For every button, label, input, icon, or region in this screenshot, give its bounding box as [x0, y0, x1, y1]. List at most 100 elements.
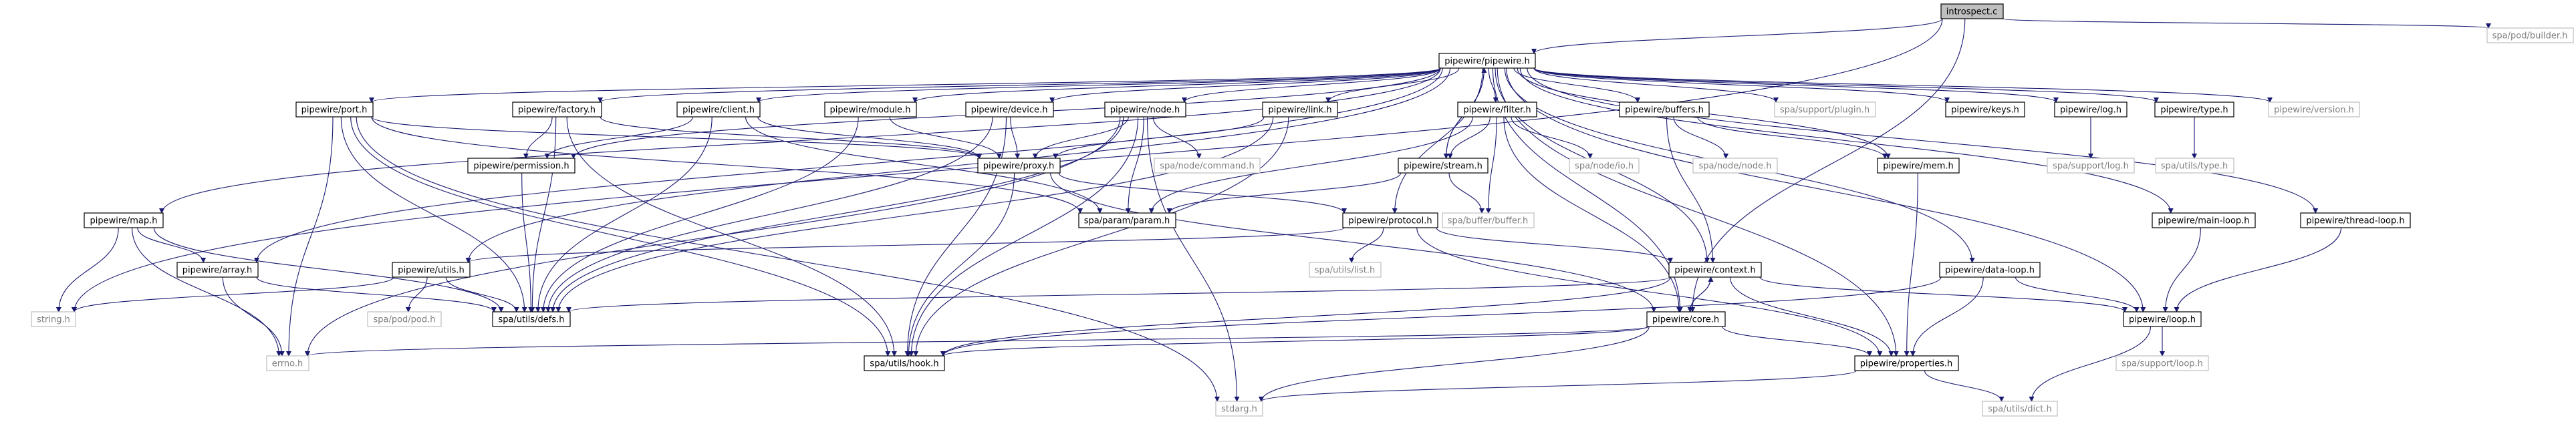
node-box [1619, 101, 1710, 118]
node-device[interactable]: pipewire/device.h [965, 101, 1054, 118]
node-box [1877, 158, 1960, 174]
node-box [1104, 101, 1186, 118]
node-context[interactable]: pipewire/context.h [1668, 262, 1762, 278]
node-label: pipewire/main-loop.h [2158, 216, 2249, 226]
edge-context-to-loop [1759, 276, 2128, 312]
edge-factory-to-proxy [600, 116, 982, 159]
node-proxy[interactable]: pipewire/proxy.h [977, 158, 1061, 174]
node-buffers[interactable]: pipewire/buffers.h [1619, 101, 1710, 118]
node-mem[interactable]: pipewire/mem.h [1877, 158, 1960, 174]
edge-pipewire-h-to-plugin [1533, 67, 1779, 103]
node-label: pipewire/keys.h [1951, 105, 2019, 116]
node-list: spa/utils/list.h [1309, 262, 1382, 278]
node-label: pipewire/type.h [2160, 105, 2228, 116]
node-pipewire-h[interactable]: pipewire/pipewire.h [1438, 53, 1536, 69]
edge-client-to-param [745, 116, 1103, 214]
node-label: pipewire/filter.h [1463, 105, 1531, 116]
node-label: pipewire/log.h [2060, 105, 2121, 116]
node-dict: spa/utils/dict.h [1982, 401, 2058, 417]
edge-properties-to-stdarg [1259, 370, 1857, 402]
node-box [467, 158, 575, 174]
node-link[interactable]: pipewire/link.h [1262, 101, 1338, 118]
edge-core-to-properties [1722, 326, 1872, 357]
edge-map-to-errno [132, 227, 282, 357]
edge-core-to-context [1689, 276, 1714, 312]
node-client[interactable]: pipewire/client.h [676, 101, 761, 118]
edge-array-to-errno [222, 276, 285, 357]
node-label: pipewire/core.h [1652, 315, 1719, 325]
node-label: introspect.c [1946, 7, 1998, 17]
node-box [1774, 101, 1876, 118]
edge-context-to-hook [940, 276, 1671, 357]
node-stdarg: stdarg.h [1215, 401, 1263, 417]
node-box [367, 311, 442, 327]
node-module[interactable]: pipewire/module.h [824, 101, 917, 118]
node-loop[interactable]: pipewire/loop.h [2123, 311, 2202, 327]
node-properties[interactable]: pipewire/properties.h [1854, 355, 1959, 371]
node-introspect[interactable]: introspect.c [1940, 3, 2004, 19]
edge-node-to-hook [908, 116, 1139, 357]
node-utils[interactable]: pipewire/utils.h [392, 262, 471, 278]
node-node[interactable]: pipewire/node.h [1104, 101, 1186, 118]
node-log[interactable]: pipewire/log.h [2054, 101, 2128, 118]
node-label: pipewire/map.h [90, 216, 157, 226]
node-box [2152, 212, 2256, 228]
node-label: spa/utils/list.h [1315, 266, 1376, 276]
node-label: spa/support/loop.h [2121, 359, 2203, 369]
node-label: pipewire/link.h [1268, 105, 1331, 116]
node-errno: errno.h [266, 355, 309, 371]
node-label: pipewire/protocol.h [1348, 216, 1432, 226]
node-hook[interactable]: spa/utils/hook.h [864, 355, 945, 371]
node-label: spa/utils/defs.h [498, 315, 564, 325]
edge-stream-to-bufferh [1448, 172, 1485, 214]
node-permission[interactable]: pipewire/permission.h [467, 158, 575, 174]
node-box [1457, 101, 1537, 118]
node-box [1154, 158, 1261, 174]
node-label: pipewire/device.h [971, 105, 1048, 116]
node-box [2115, 355, 2209, 371]
edge-pipewire-h-to-buffers [1513, 67, 1641, 103]
node-defs[interactable]: spa/utils/defs.h [492, 311, 571, 327]
node-protocol[interactable]: pipewire/protocol.h [1342, 212, 1438, 228]
node-box [295, 101, 374, 118]
node-box [2054, 101, 2128, 118]
node-mainloop[interactable]: pipewire/main-loop.h [2152, 212, 2256, 228]
edge-client-to-proxy [757, 116, 983, 159]
node-type[interactable]: pipewire/type.h [2154, 101, 2234, 118]
node-threadloop[interactable]: pipewire/thread-loop.h [2300, 212, 2411, 228]
edge-buffers-to-mem [1697, 116, 1888, 159]
edge-permission-to-defs [521, 172, 534, 312]
edge-port-to-stdarg [356, 116, 1220, 402]
node-string: string.h [31, 311, 76, 327]
node-port[interactable]: pipewire/port.h [295, 101, 374, 118]
node-param[interactable]: spa/param/param.h [1078, 212, 1176, 228]
node-box [1309, 262, 1382, 278]
node-dataloop[interactable]: pipewire/data-loop.h [1939, 262, 2041, 278]
edge-introspect-to-core [1690, 18, 1966, 312]
node-filter[interactable]: pipewire/filter.h [1457, 101, 1537, 118]
node-label: pipewire/stream.h [1404, 162, 1483, 172]
node-nodenode: spa/node/node.h [1692, 158, 1778, 174]
edge-filter-to-stream [1447, 116, 1491, 159]
node-label: spa/param/param.h [1084, 216, 1170, 226]
edge-map-to-defs [153, 227, 504, 312]
edge-module-to-proxy [889, 116, 1002, 159]
node-label: spa/utils/dict.h [1988, 405, 2052, 415]
edge-pipewire-h-to-port [369, 67, 1441, 103]
node-keys[interactable]: pipewire/keys.h [1945, 101, 2025, 118]
node-factory[interactable]: pipewire/factory.h [512, 101, 602, 118]
node-supportlog: spa/support/log.h [2047, 158, 2135, 174]
edge-utils-to-pod [405, 276, 428, 312]
edge-proxy-to-core [1050, 172, 1657, 312]
node-label: pipewire/factory.h [518, 105, 596, 116]
node-label: pipewire/array.h [182, 266, 252, 276]
node-map[interactable]: pipewire/map.h [84, 212, 164, 228]
node-box [1646, 311, 1726, 327]
edge-port-to-hook [350, 116, 891, 357]
node-array[interactable]: pipewire/array.h [176, 262, 259, 278]
node-box [492, 311, 571, 327]
node-stream[interactable]: pipewire/stream.h [1398, 158, 1489, 174]
node-core[interactable]: pipewire/core.h [1646, 311, 1726, 327]
node-label: stdarg.h [1221, 405, 1257, 415]
